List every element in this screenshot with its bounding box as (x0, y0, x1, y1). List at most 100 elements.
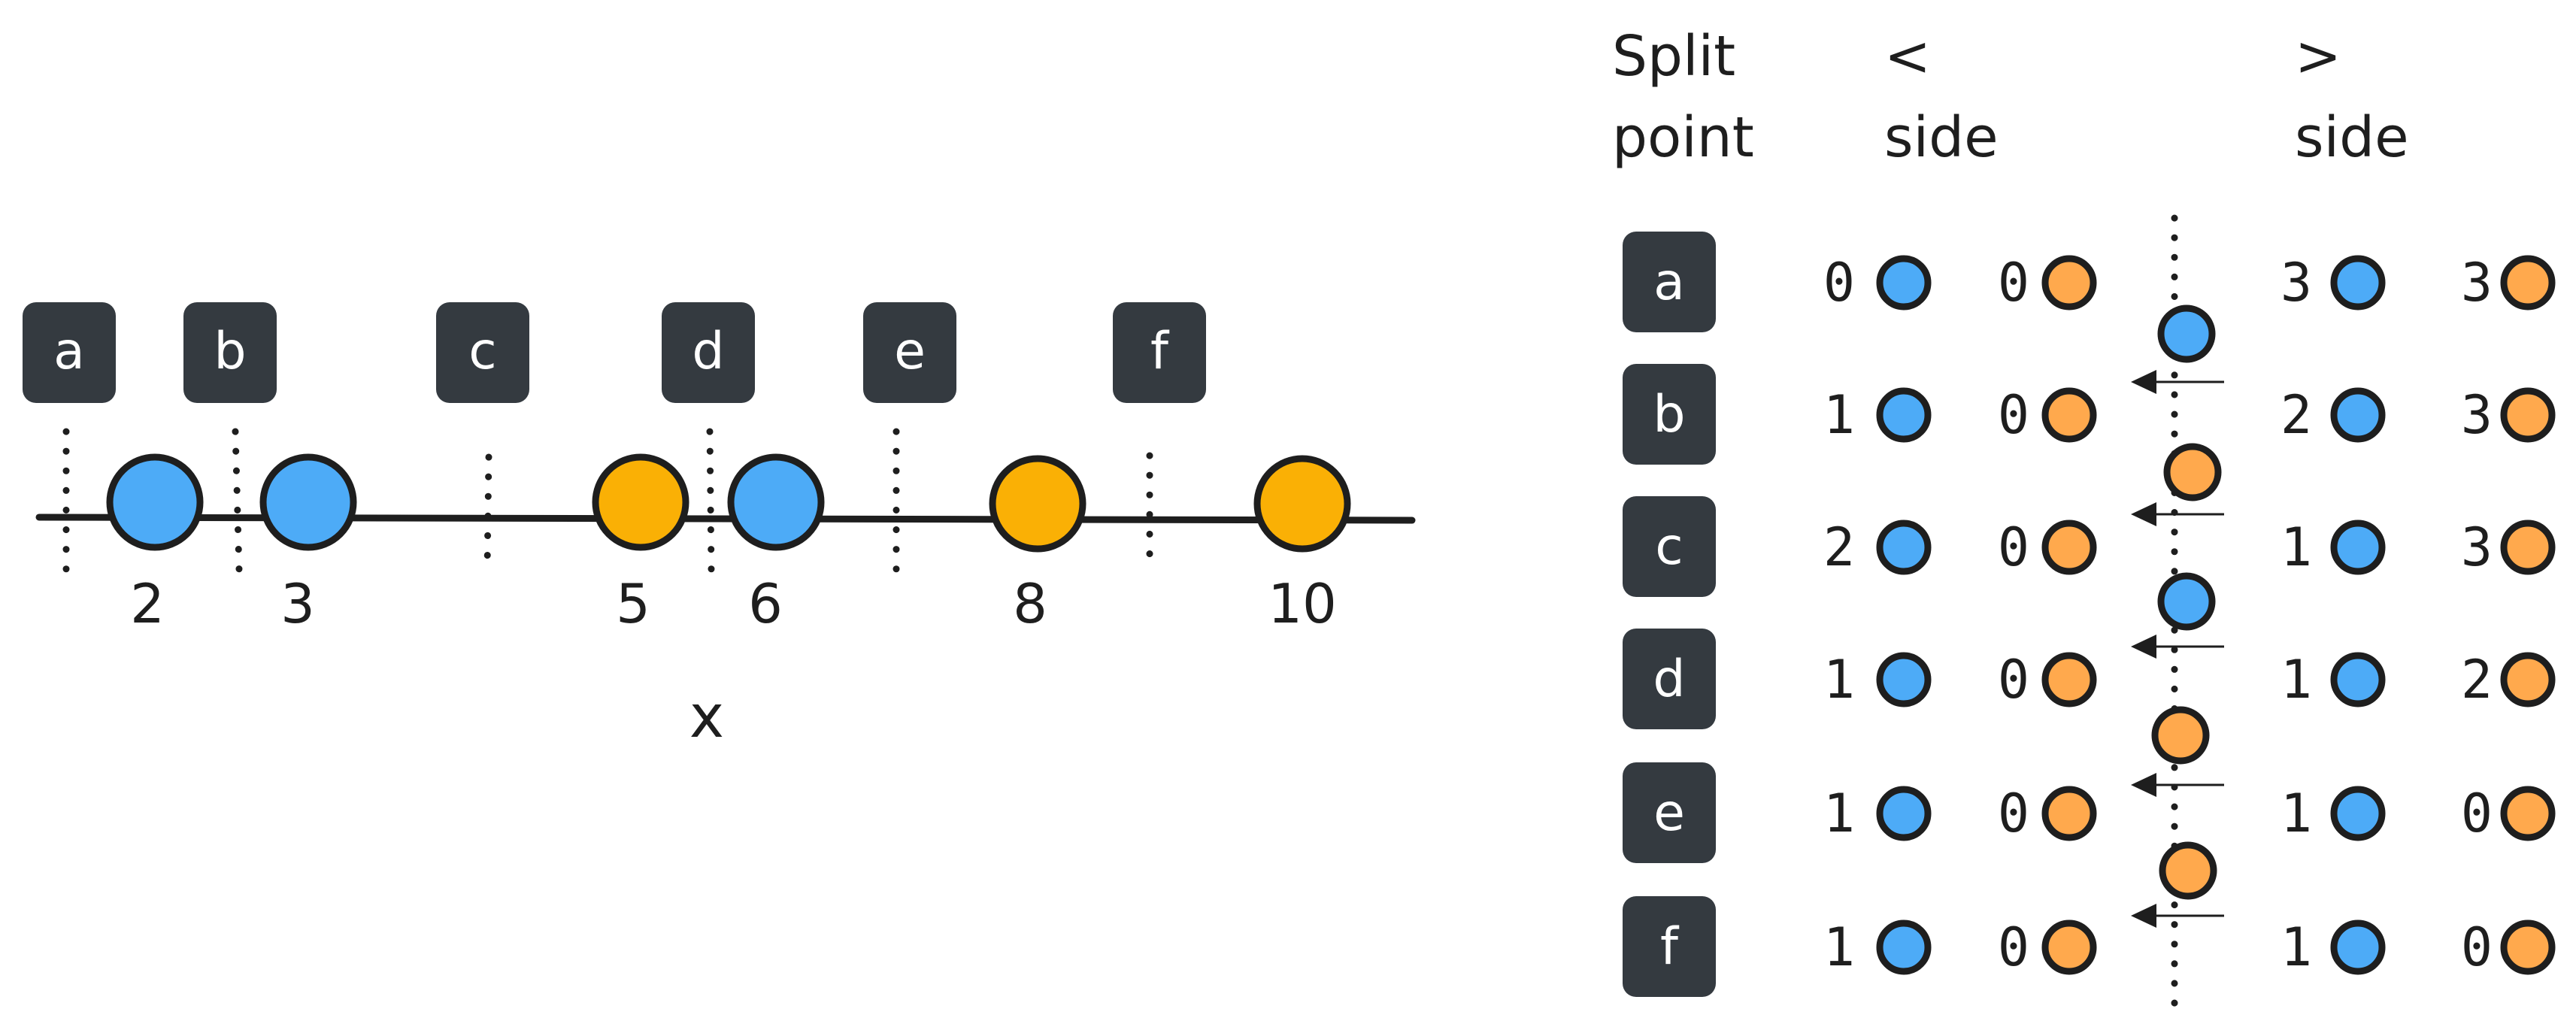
axis-label: x (689, 683, 724, 751)
tick-label: 6 (748, 572, 783, 635)
moving-dot (2157, 304, 2216, 363)
header-greater-side: side (2295, 105, 2409, 170)
axis-line (35, 514, 1416, 524)
count-gt-blue: 1 (2281, 649, 2312, 710)
count-dot-gt-orange (2500, 255, 2556, 311)
count-lt-blue: 0 (1823, 252, 1855, 314)
moving-point-2 (2131, 443, 2224, 526)
count-dot-lt-blue (1876, 786, 1932, 841)
count-dot-gt-orange (2500, 652, 2556, 707)
split-label-text: d (692, 322, 724, 381)
split-marker-d (706, 428, 715, 574)
row-split-label: d (1653, 650, 1685, 709)
count-lt-blue: 1 (1823, 783, 1855, 844)
count-lt-blue: 1 (1823, 384, 1855, 446)
split-label-a: a (23, 302, 116, 403)
table-headers: Split point < side > side (1612, 24, 2409, 170)
row-split-label: a (1653, 253, 1685, 312)
move-arrow-head-icon (2131, 502, 2156, 526)
count-dot-gt-orange (2500, 919, 2556, 975)
split-table: Split point < side > side a 0 0 3 3 b 1 0 2 3 c 2 0 1… (1612, 24, 2556, 1008)
count-lt-orange: 0 (1998, 384, 2029, 446)
header-split-point-line1: Split (1612, 24, 1735, 89)
count-dot-gt-orange (2500, 786, 2556, 841)
split-label-f: f (1113, 302, 1206, 403)
count-dot-lt-blue (1876, 255, 1932, 311)
table-row-d: d 1 0 1 2 (1623, 629, 2556, 729)
data-points (106, 453, 1351, 553)
table-row-e: e 1 0 1 0 (1623, 762, 2556, 863)
number-line: a b c d e f (23, 302, 1416, 751)
count-dot-lt-blue (1876, 919, 1932, 975)
row-split-label: b (1653, 385, 1685, 444)
data-point-2 (106, 453, 204, 551)
count-lt-orange: 0 (1998, 916, 2029, 978)
header-split-point-line2: point (1612, 105, 1754, 170)
count-dot-lt-orange (2041, 520, 2097, 575)
count-dot-lt-orange (2041, 919, 2097, 975)
count-dot-gt-blue (2330, 919, 2386, 975)
row-split-label-box (1623, 896, 1716, 997)
count-lt-orange: 0 (1998, 649, 2029, 710)
count-dot-gt-blue (2330, 255, 2386, 311)
split-label-b: b (183, 302, 277, 403)
count-dot-lt-blue (1876, 652, 1932, 707)
row-split-label-box (1623, 496, 1716, 597)
count-dot-lt-orange (2041, 255, 2097, 311)
data-point-10 (1253, 455, 1351, 553)
tick-label: 5 (616, 572, 650, 635)
count-gt-blue: 1 (2281, 783, 2312, 844)
table-row-f: f 1 0 1 0 (1623, 896, 2556, 997)
moving-point-1 (2131, 304, 2224, 394)
count-lt-orange: 0 (1998, 783, 2029, 844)
move-arrow-head-icon (2131, 370, 2156, 394)
count-gt-orange: 3 (2461, 517, 2493, 578)
split-label-text: e (894, 322, 926, 381)
count-dot-gt-orange (2500, 520, 2556, 575)
count-dot-lt-orange (2041, 786, 2097, 841)
count-dot-gt-orange (2500, 387, 2556, 443)
count-gt-orange: 3 (2461, 252, 2493, 314)
count-gt-blue: 3 (2281, 252, 2312, 314)
split-marker-b (232, 428, 243, 574)
count-gt-orange: 0 (2461, 783, 2493, 844)
moving-dot (2159, 841, 2217, 900)
row-split-label: f (1660, 917, 1680, 977)
count-gt-orange: 0 (2461, 916, 2493, 978)
data-point-6 (727, 453, 825, 551)
split-label-text: a (53, 322, 85, 381)
count-gt-blue: 1 (2281, 916, 2312, 978)
row-split-label: c (1655, 517, 1683, 577)
row-split-label-box (1623, 629, 1716, 729)
count-gt-orange: 2 (2461, 649, 2493, 710)
count-dot-gt-blue (2330, 387, 2386, 443)
moving-dot (2163, 443, 2222, 501)
row-split-label: e (1653, 783, 1685, 843)
moving-dot (2157, 572, 2216, 631)
count-gt-blue: 1 (2281, 517, 2312, 578)
count-dot-lt-blue (1876, 520, 1932, 575)
moving-dots (2131, 304, 2224, 928)
data-point-5 (592, 453, 689, 551)
split-label-c: c (436, 302, 529, 403)
header-less-symbol: < (1884, 24, 1931, 89)
move-arrow-head-icon (2131, 635, 2156, 659)
split-label-text: f (1150, 322, 1170, 381)
count-lt-blue: 1 (1823, 649, 1855, 710)
split-label-text: c (468, 322, 496, 381)
count-dot-lt-blue (1876, 387, 1932, 443)
header-greater-symbol: > (2295, 24, 2341, 89)
count-dot-gt-blue (2330, 786, 2386, 841)
moving-point-5 (2131, 841, 2224, 928)
move-arrow-head-icon (2131, 904, 2156, 928)
move-arrow-head-icon (2131, 773, 2156, 797)
count-lt-blue: 2 (1823, 517, 1855, 578)
split-label-e: e (863, 302, 956, 403)
split-marker-c (483, 453, 492, 574)
count-lt-blue: 1 (1823, 916, 1855, 978)
tick-label: 2 (130, 572, 165, 635)
